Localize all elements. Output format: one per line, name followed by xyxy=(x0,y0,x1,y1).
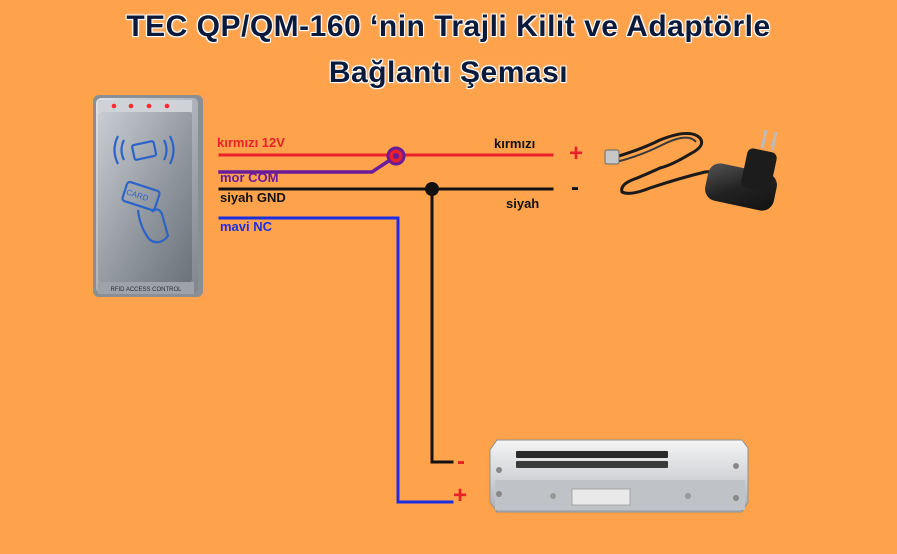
magnetic-lock-image xyxy=(489,439,749,513)
purple-wire-label: mor COM xyxy=(220,170,279,185)
red-wire-label: kırmızı 12V xyxy=(217,135,285,150)
adapter-black-label: siyah xyxy=(506,196,540,211)
adapter-plus-sign: + xyxy=(569,140,584,167)
black-lock-wire xyxy=(430,187,454,464)
title-line-1: TEC QP/QM-160 ‘nin Trajli Kilit ve Adapt… xyxy=(126,10,771,43)
wires xyxy=(218,146,554,504)
lock-minus-sign: - xyxy=(457,448,465,475)
rfid-reader-image: CARD RFID ACCESS CONTROL xyxy=(93,95,203,297)
black-wire-label: siyah GND xyxy=(220,190,286,205)
adapter-minus-sign: - xyxy=(571,174,579,201)
junction-black xyxy=(425,182,439,196)
reader-footer-text: RFID ACCESS CONTROL xyxy=(110,287,182,293)
blue-wire-label: mavi NC xyxy=(220,219,273,234)
lock-plus-sign: + xyxy=(453,482,468,509)
blue-wire xyxy=(218,216,454,504)
purple-wire xyxy=(218,153,399,174)
title-line-2: Bağlantı Şeması xyxy=(328,56,569,89)
power-adapter-image xyxy=(604,129,778,211)
adapter-red-label: kırmızı xyxy=(494,136,536,151)
